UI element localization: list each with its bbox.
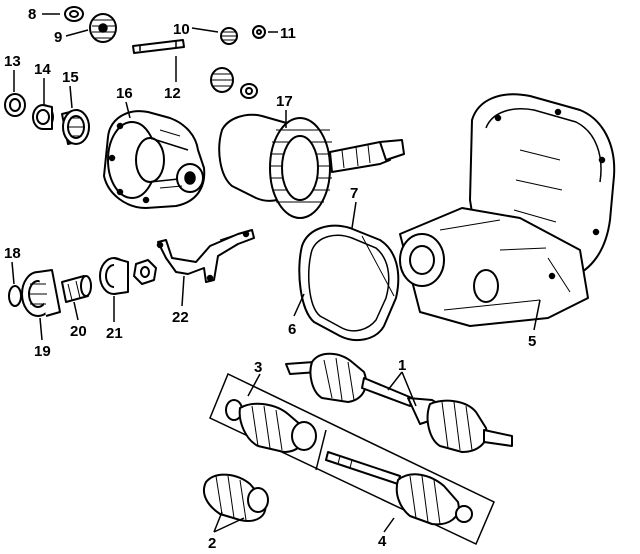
callout-5: 5 bbox=[528, 333, 536, 350]
callout-12: 12 bbox=[164, 85, 181, 102]
part-2-cv-boot bbox=[202, 473, 269, 522]
part-17-ring-pinion-gear bbox=[218, 113, 405, 219]
callout-15: 15 bbox=[62, 69, 79, 86]
part-18-o-ring bbox=[8, 285, 22, 307]
callout-labels: 8 9 10 11 12 13 14 15 16 17 7 6 5 18 19 … bbox=[4, 6, 536, 552]
callout-17: 17 bbox=[276, 93, 293, 110]
callout-14: 14 bbox=[34, 61, 51, 78]
nut bbox=[133, 259, 157, 285]
callout-6: 6 bbox=[288, 321, 296, 338]
part-3-4-cv-joint-kit bbox=[209, 372, 495, 546]
part-5-transaxle-case bbox=[399, 93, 616, 327]
callout-16: 16 bbox=[116, 85, 133, 102]
part-20-sleeve bbox=[61, 275, 92, 303]
part-22-bracket bbox=[156, 229, 255, 283]
callout-18: 18 bbox=[4, 245, 21, 262]
part-6-7-side-cover bbox=[298, 224, 400, 342]
part-12-pin bbox=[132, 39, 185, 54]
callout-21: 21 bbox=[106, 325, 123, 342]
callout-20: 20 bbox=[70, 323, 87, 340]
part-11-thrust-washer bbox=[252, 25, 266, 39]
part-9-side-gear bbox=[89, 13, 117, 43]
callout-10: 10 bbox=[173, 21, 190, 38]
callout-7: 7 bbox=[350, 185, 358, 202]
callout-4: 4 bbox=[378, 533, 387, 550]
part-16-differential-case bbox=[103, 110, 206, 209]
pinion-gear-pair-lower bbox=[210, 67, 258, 99]
part-21-bearing bbox=[99, 257, 129, 295]
part-14-race bbox=[32, 104, 54, 130]
leader-lines bbox=[11, 13, 541, 533]
part-1-drive-axle bbox=[285, 352, 513, 453]
callout-22: 22 bbox=[172, 309, 189, 326]
part-8-washer bbox=[64, 6, 84, 22]
part-19-bearing bbox=[21, 269, 61, 317]
callout-3: 3 bbox=[254, 359, 262, 376]
callout-9: 9 bbox=[54, 29, 62, 46]
callout-11: 11 bbox=[280, 25, 296, 42]
part-13-seal bbox=[4, 93, 26, 117]
callout-2: 2 bbox=[208, 535, 216, 552]
part-15-bearing bbox=[61, 109, 90, 145]
callout-1: 1 bbox=[398, 357, 406, 374]
callout-13: 13 bbox=[4, 53, 21, 70]
callout-8: 8 bbox=[28, 6, 36, 23]
callout-19: 19 bbox=[34, 343, 51, 360]
part-10-pinion-gear bbox=[220, 27, 238, 45]
